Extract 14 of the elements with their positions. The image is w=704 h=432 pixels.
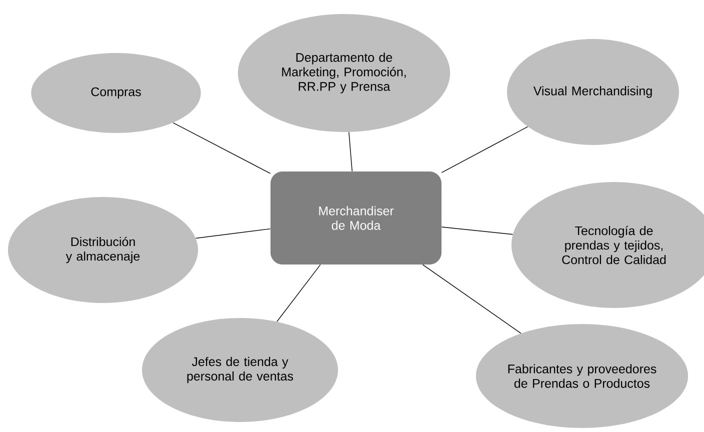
ellipse-node: Jefes de tienda y personal de ventas [142, 318, 338, 422]
connector-line [441, 226, 514, 235]
ellipse-node: Fabricantes y proveedores de Prendas o Productos [476, 324, 688, 428]
ellipse-node: Compras [31, 53, 201, 133]
connector-line [441, 126, 528, 173]
connector-line [172, 122, 271, 174]
ellipse-node: Visual Merchandising [507, 39, 679, 145]
ellipse-node: Distribución y almacenaje [8, 197, 198, 303]
connector-line [276, 264, 321, 322]
connector-line [422, 264, 522, 334]
connector-line [348, 132, 352, 172]
ellipse-node: Departamento de Marketing, Promoción, RR.PP y Prensa [238, 14, 450, 132]
connector-line [196, 228, 271, 239]
central-box: Merchandiser de Moda [270, 172, 442, 264]
